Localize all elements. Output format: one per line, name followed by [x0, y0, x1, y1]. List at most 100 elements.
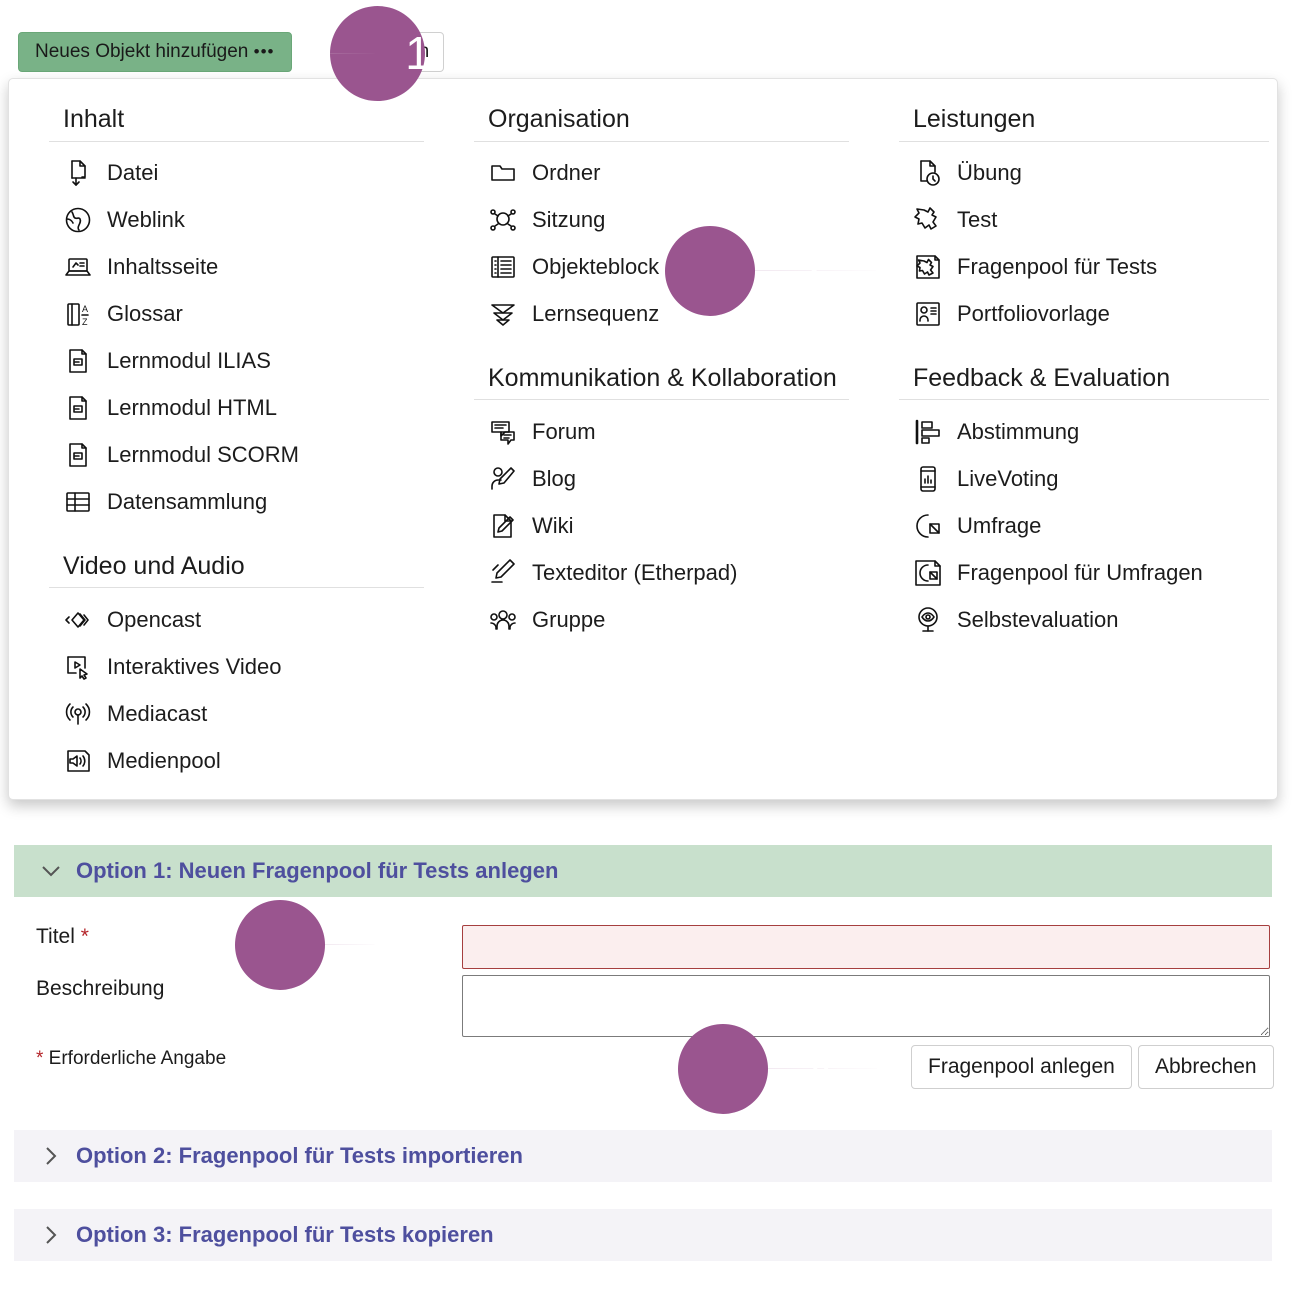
menu-item[interactable]: Lernmodul ILIAS: [49, 338, 424, 385]
menu-item-label: Lernmodul HTML: [107, 395, 277, 420]
menu-group-title: Inhalt: [63, 105, 125, 133]
menu-item[interactable]: Wiki: [474, 502, 849, 549]
puzzle-icon: [913, 205, 943, 235]
menu-item-label: Forum: [532, 418, 596, 444]
menu-item[interactable]: LiveVoting: [899, 455, 1269, 502]
secondary-toolbar-button[interactable]: alten: [373, 32, 445, 72]
menu-item[interactable]: Gruppe: [474, 596, 849, 643]
survey-pool-icon: [913, 558, 943, 588]
menu-item[interactable]: Lernmodul SCORM: [49, 432, 424, 479]
menu-item[interactable]: Lernsequenz: [474, 291, 849, 338]
menu-item-label: Ordner: [532, 160, 601, 185]
menu-item-label: Abstimmung: [957, 418, 1080, 444]
menu-item-label: Test: [957, 207, 998, 232]
group-icon: [488, 605, 518, 635]
menu-item-label: Medienpool: [107, 747, 221, 773]
menu-item-label: Glossar: [107, 301, 183, 326]
menu-item[interactable]: Forum: [474, 408, 849, 455]
callout-number-4: 4: [808, 1043, 834, 1095]
required-hint: ** Erforderliche Angabe Erforderliche An…: [36, 1048, 227, 1069]
menu-group-title: Leistungen: [913, 105, 1036, 133]
option-3-header[interactable]: Option 3: Fragenpool für Tests kopieren: [14, 1209, 1272, 1261]
title-input[interactable]: [462, 925, 1270, 969]
menu-item[interactable]: Portfoliovorlage: [899, 291, 1269, 338]
callout-marker-4: 4: [678, 1023, 908, 1114]
menu-item[interactable]: Datensammlung: [49, 479, 424, 526]
menu-item[interactable]: Blog: [474, 455, 849, 502]
description-textarea[interactable]: [462, 975, 1270, 1037]
menu-item-label: Lernmodul ILIAS: [107, 348, 271, 373]
menu-group-title: Feedback & Evaluation: [913, 363, 1171, 392]
menu-item-label: Mediacast: [107, 700, 208, 726]
description-field-label: Beschreibung: [36, 977, 165, 1000]
menu-item[interactable]: Sitzung: [474, 197, 849, 244]
add-new-object-button[interactable]: Neues Objekt hinzufügen •••: [18, 32, 292, 72]
menu-group-title: Video und Audio: [63, 551, 245, 580]
menu-item-label: Wiki: [532, 512, 574, 538]
option-3-title: Option 3: Fragenpool für Tests kopieren: [76, 1222, 494, 1247]
divider: [474, 399, 849, 400]
menu-item[interactable]: Texteditor (Etherpad): [474, 549, 849, 596]
title-field-label: Titel *: [36, 925, 89, 948]
menu-item[interactable]: Selbstevaluation: [899, 596, 1269, 643]
learning-sequence-icon: [488, 299, 518, 329]
menu-item[interactable]: Ordner: [474, 150, 849, 197]
menu-item[interactable]: Weblink: [49, 197, 424, 244]
option-1-title: Option 1: Neuen Fragenpool für Tests anl…: [76, 858, 559, 883]
menu-item[interactable]: Objekteblock: [474, 244, 849, 291]
create-question-pool-button[interactable]: Fragenpool anlegen: [911, 1045, 1132, 1089]
broadcast-icon: [63, 699, 93, 729]
divider: [899, 140, 1269, 142]
opencast-diamonds-icon: [63, 605, 93, 635]
callout-marker-3: 3: [235, 899, 465, 990]
forum-icon: [488, 417, 518, 447]
option-2-header[interactable]: Option 2: Fragenpool für Tests importier…: [14, 1130, 1272, 1182]
interactive-video-icon: [63, 652, 93, 682]
question-pool-icon: [913, 252, 943, 282]
object-block-icon: [488, 252, 518, 282]
required-marker: *: [80, 925, 89, 948]
learning-module-icon: [63, 393, 93, 423]
menu-item-label: Portfoliovorlage: [957, 301, 1110, 326]
survey-pie-icon: [913, 511, 943, 541]
menu-item-label: Umfrage: [957, 512, 1042, 538]
menu-item[interactable]: Fragenpool für Tests: [899, 244, 1269, 291]
svg-text:A: A: [82, 304, 88, 314]
menu-item[interactable]: Inhaltsseite: [49, 244, 424, 291]
cancel-button[interactable]: Abbrechen: [1138, 1045, 1274, 1089]
menu-item[interactable]: Übung: [899, 150, 1269, 197]
menu-item-label: Texteditor (Etherpad): [532, 559, 738, 585]
menu-item[interactable]: Abstimmung: [899, 408, 1269, 455]
menu-item-label: Selbstevaluation: [957, 606, 1119, 632]
divider: [49, 140, 424, 142]
chevron-right-icon: [40, 1145, 62, 1167]
callout-number-3: 3: [365, 919, 391, 971]
divider: [899, 399, 1269, 400]
menu-item-label: Lernmodul SCORM: [107, 442, 299, 467]
option-1-header[interactable]: Option 1: Neuen Fragenpool für Tests anl…: [14, 845, 1272, 897]
menu-item[interactable]: Medienpool: [49, 737, 424, 784]
menu-item[interactable]: Umfrage: [899, 502, 1269, 549]
menu-item[interactable]: Lernmodul HTML: [49, 385, 424, 432]
folder-icon: [488, 158, 518, 188]
learning-module-icon: [63, 346, 93, 376]
menu-item[interactable]: Test: [899, 197, 1269, 244]
menu-item[interactable]: Mediacast: [49, 690, 424, 737]
divider: [474, 140, 849, 142]
menu-item[interactable]: Interaktives Video: [49, 643, 424, 690]
add-new-object-label: Neues Objekt hinzufügen: [35, 41, 249, 62]
chevron-right-icon: [40, 1224, 62, 1246]
menu-item[interactable]: Opencast: [49, 596, 424, 643]
menu-item[interactable]: Fragenpool für Umfragen: [899, 549, 1269, 596]
blog-icon: [488, 464, 518, 494]
menu-item[interactable]: Datei: [49, 150, 424, 197]
portfolio-template-icon: [913, 299, 943, 329]
